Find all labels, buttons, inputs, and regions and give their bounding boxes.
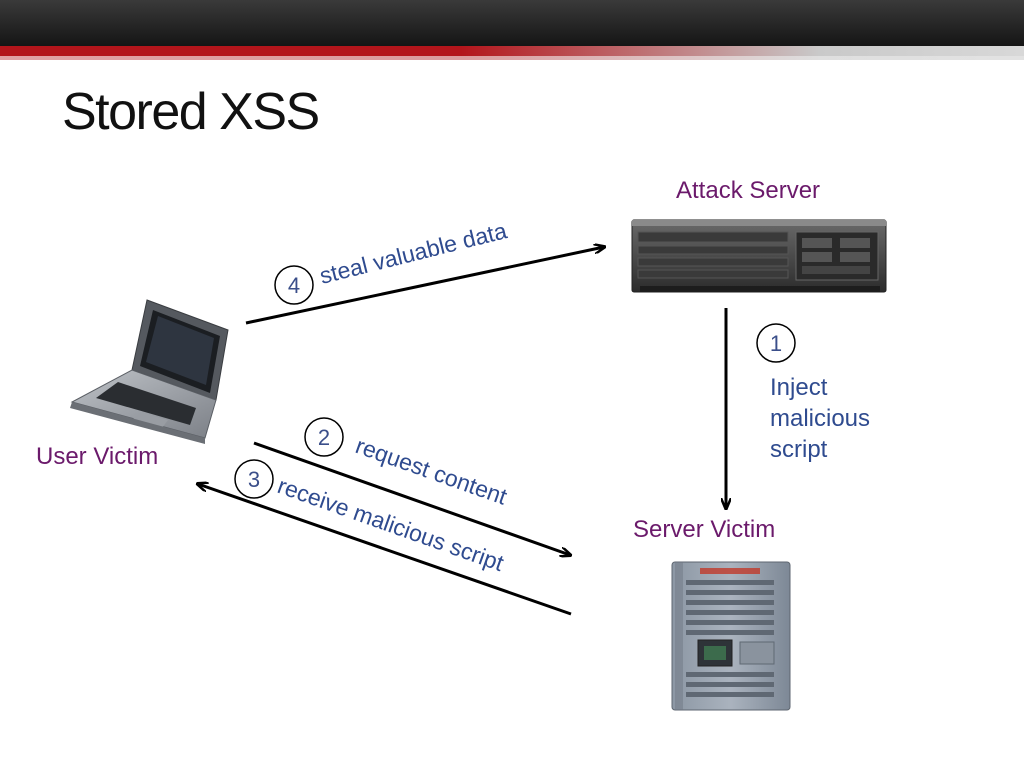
step-3-badge: 3	[234, 459, 274, 499]
attack-server-label: Attack Server	[676, 177, 821, 204]
server-victim-label: Server Victim	[633, 516, 776, 543]
step-2-number: 2	[318, 425, 330, 450]
step-4-badge: 4	[274, 265, 314, 305]
step-2-label: request content	[352, 432, 511, 510]
step-2-badge: 2	[304, 417, 344, 457]
title-bar-dark	[0, 0, 1024, 46]
user-victim-label: User Victim	[36, 443, 159, 470]
step-1-line: Inject	[770, 374, 828, 401]
step-1-label: Inject malicious script	[770, 372, 870, 465]
attack-server-icon	[631, 219, 887, 293]
step-1-line: malicious	[770, 405, 871, 432]
arrow-steal	[245, 247, 604, 325]
title-bar-accent	[0, 46, 1024, 60]
arrow-request	[253, 441, 570, 555]
step-4-number: 4	[288, 273, 300, 298]
step-3-number: 3	[248, 467, 260, 492]
step-1-line: script	[770, 436, 828, 463]
step-1-badge: 1	[756, 323, 796, 363]
server-victim-icon	[671, 561, 791, 711]
slide-title: Stored XSS	[62, 83, 320, 141]
step-1-number: 1	[770, 331, 782, 356]
step-4-label: steal valuable data	[317, 217, 510, 289]
laptop-icon	[70, 299, 229, 444]
arrow-receive	[198, 484, 572, 616]
